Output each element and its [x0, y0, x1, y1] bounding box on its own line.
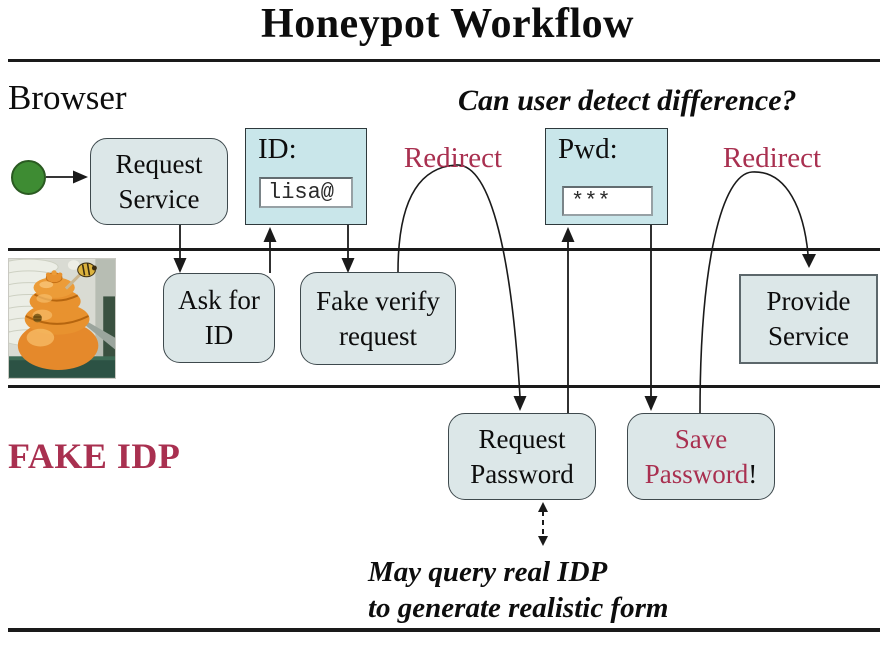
node-pwd-form: Pwd: *** [545, 128, 668, 225]
node-label: Request [115, 148, 203, 179]
node-label: request [339, 320, 417, 351]
note-line-1: May query real IDP [368, 556, 608, 588]
id-input: lisa@ [259, 177, 353, 208]
node-label: Save [674, 423, 728, 454]
exclamation-suffix: ! [748, 458, 758, 489]
node-label: Ask for [178, 285, 260, 315]
node-label: Request [478, 423, 566, 454]
redirect-label-left: Redirect [403, 142, 503, 174]
start-node-icon [11, 160, 46, 195]
redirect-label-right: Redirect [722, 142, 822, 174]
node-fake-verify-request: Fake verify request [300, 272, 456, 365]
question-annotation: Can user detect difference? [458, 84, 797, 117]
title-divider [8, 59, 880, 62]
id-field-label: ID: [258, 133, 297, 165]
node-request-service: Request Service [90, 138, 228, 225]
node-label: Password! [644, 458, 758, 489]
lane-label-browser: Browser [8, 78, 127, 117]
note-annotation: May query real IDP to generate realistic… [368, 554, 668, 626]
node-label: ID [204, 320, 234, 350]
lane-divider-top [8, 248, 880, 251]
lane-label-fake-idp: FAKE IDP [8, 436, 181, 476]
page-title: Honeypot Workflow [261, 1, 634, 47]
note-line-2: to generate realistic form [368, 592, 669, 624]
node-label: Service [118, 183, 200, 214]
node-id-form: ID: lisa@ [245, 128, 367, 225]
node-ask-for-id: Ask for ID [163, 273, 275, 363]
pwd-input: *** [562, 186, 653, 216]
bottom-divider [8, 628, 880, 632]
node-label: Provide [766, 286, 851, 316]
node-save-password: Save Password! [627, 413, 775, 500]
pwd-field-label: Pwd: [558, 133, 618, 165]
node-label: Password [470, 458, 574, 489]
lane-divider-bottom [8, 385, 880, 388]
node-label: Fake verify [316, 285, 440, 316]
honeypot-photo [8, 258, 116, 379]
node-label: Service [768, 321, 849, 351]
node-request-password: Request Password [448, 413, 596, 500]
node-provide-service: Provide Service [739, 274, 878, 364]
